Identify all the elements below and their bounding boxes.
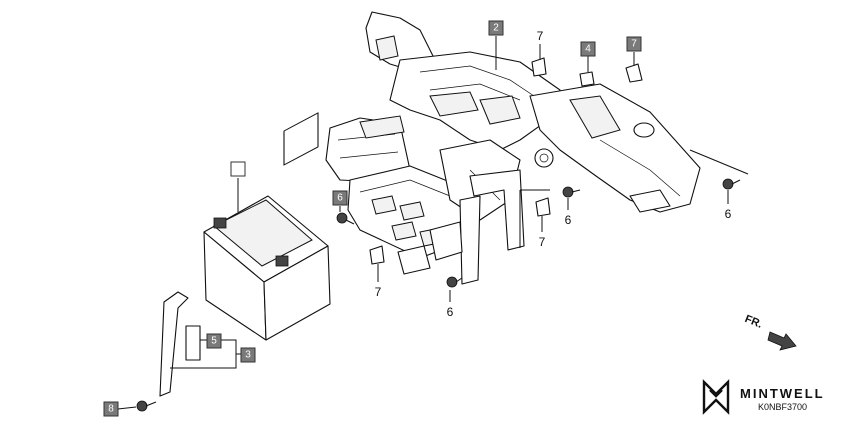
bolt-center	[446, 276, 463, 288]
battery	[203, 112, 331, 341]
mintwell-logo-icon	[702, 379, 730, 415]
label-7-top: 7	[537, 29, 544, 43]
bolt-right	[722, 178, 741, 190]
front-direction-indicator: FR.	[743, 313, 797, 351]
label-6-right: 6	[725, 207, 732, 221]
arrow-right-icon	[767, 331, 797, 351]
brand-logo: MINTWELL	[702, 379, 825, 415]
callout-8: 8	[103, 401, 119, 417]
diagram-code: K0NBF3700	[758, 402, 807, 412]
svg-text:6: 6	[337, 193, 343, 204]
callout-7-top: 7	[626, 36, 642, 52]
bolt-left	[336, 212, 355, 225]
nut-top	[531, 57, 547, 77]
nut-mid	[535, 197, 551, 217]
bolt-right-mid	[562, 186, 581, 198]
nut-7-top-right	[625, 63, 643, 83]
grommet-4	[579, 71, 595, 87]
callout-5: 5	[206, 333, 222, 349]
label-7-left: 7	[375, 285, 382, 299]
label-7-mid: 7	[539, 235, 546, 249]
callout-2: 2	[488, 20, 504, 36]
nut-left	[369, 245, 385, 265]
svg-text:FR.: FR.	[743, 313, 764, 331]
svg-text:8: 8	[108, 404, 114, 415]
svg-text:3: 3	[245, 350, 251, 361]
svg-text:MINTWELL: MINTWELL	[740, 386, 825, 401]
callout-6-left: 6	[332, 190, 348, 206]
svg-text:2: 2	[493, 23, 499, 34]
callout-4: 4	[580, 41, 596, 57]
battery-terminal-right	[275, 255, 289, 267]
label-6-mid: 6	[565, 213, 572, 227]
bolt-strap	[136, 400, 157, 412]
battery-strap	[159, 291, 201, 397]
svg-text:5: 5	[211, 336, 217, 347]
callout-battery	[230, 161, 246, 177]
battery-terminal-left	[213, 217, 227, 229]
svg-text:7: 7	[631, 39, 637, 50]
svg-text:4: 4	[585, 44, 591, 55]
label-6-center: 6	[447, 305, 454, 319]
battery-box-assembly	[325, 11, 701, 285]
callout-3: 3	[240, 347, 256, 363]
